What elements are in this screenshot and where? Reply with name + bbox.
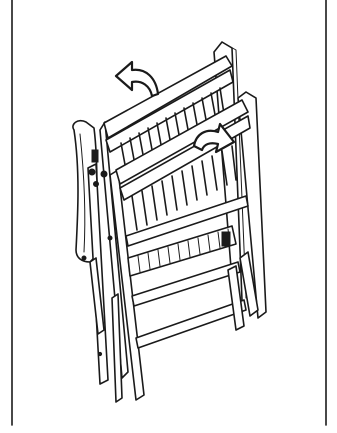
rotate-back-arrow-icon xyxy=(116,62,158,96)
